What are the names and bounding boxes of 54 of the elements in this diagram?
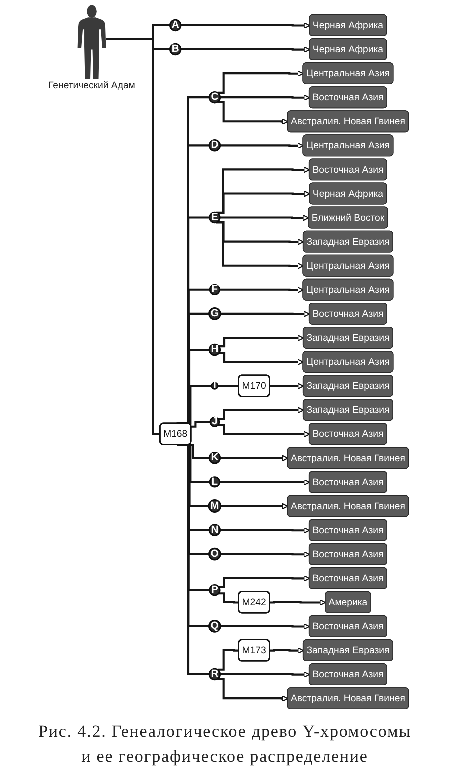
arrow — [180, 22, 310, 30]
node-circle: K — [208, 452, 221, 464]
node-circle: H — [208, 344, 221, 356]
arrow — [220, 479, 310, 486]
node-label: Генетический Адам — [48, 80, 136, 91]
arrow — [216, 166, 310, 214]
node-circle: Q — [208, 620, 222, 633]
arrow — [220, 551, 310, 558]
arrow — [220, 503, 288, 510]
connector — [218, 385, 239, 388]
arrow — [218, 334, 304, 348]
arrow — [220, 286, 304, 294]
arrow — [220, 672, 310, 678]
arrow — [218, 575, 310, 588]
arrow — [217, 190, 310, 214]
arrow — [270, 647, 304, 654]
node-circle: J — [209, 416, 220, 428]
node-circle: B — [169, 43, 182, 56]
arrow — [220, 623, 310, 630]
arrow — [220, 94, 310, 102]
connector — [191, 421, 210, 428]
arrow — [216, 222, 304, 270]
arrow — [220, 142, 304, 150]
node-circle: L — [209, 476, 220, 488]
arrow — [220, 455, 288, 462]
arrow — [220, 214, 309, 222]
node-circle: A — [169, 19, 182, 32]
connector — [176, 444, 210, 676]
node-circle: O — [208, 548, 222, 561]
node-circle: E — [208, 212, 220, 224]
node-circle: N — [208, 524, 221, 536]
figure-caption: Рис. 4.2. Генеалогическое древо Y-хромосомы и ее географическое распределение — [38, 721, 412, 768]
arrow — [270, 383, 304, 390]
node-circle: M — [208, 500, 222, 513]
connector — [218, 649, 239, 671]
arrow — [218, 352, 304, 366]
connector — [218, 592, 239, 604]
node-circle: R — [208, 668, 221, 681]
arrow — [180, 46, 310, 54]
node-circle: C — [208, 91, 221, 104]
arrow — [220, 527, 310, 534]
node-circle: P — [208, 584, 220, 596]
arrow — [270, 599, 326, 606]
connector — [106, 38, 160, 436]
arrow — [220, 310, 310, 318]
node-circle: F — [209, 284, 220, 296]
arrow — [218, 424, 310, 438]
arrow — [218, 678, 288, 702]
arrow — [218, 407, 304, 420]
arrow — [217, 221, 304, 246]
node-circle: G — [208, 308, 222, 320]
arrow — [218, 101, 288, 126]
arrow — [218, 70, 304, 94]
node-circle: D — [208, 140, 221, 152]
